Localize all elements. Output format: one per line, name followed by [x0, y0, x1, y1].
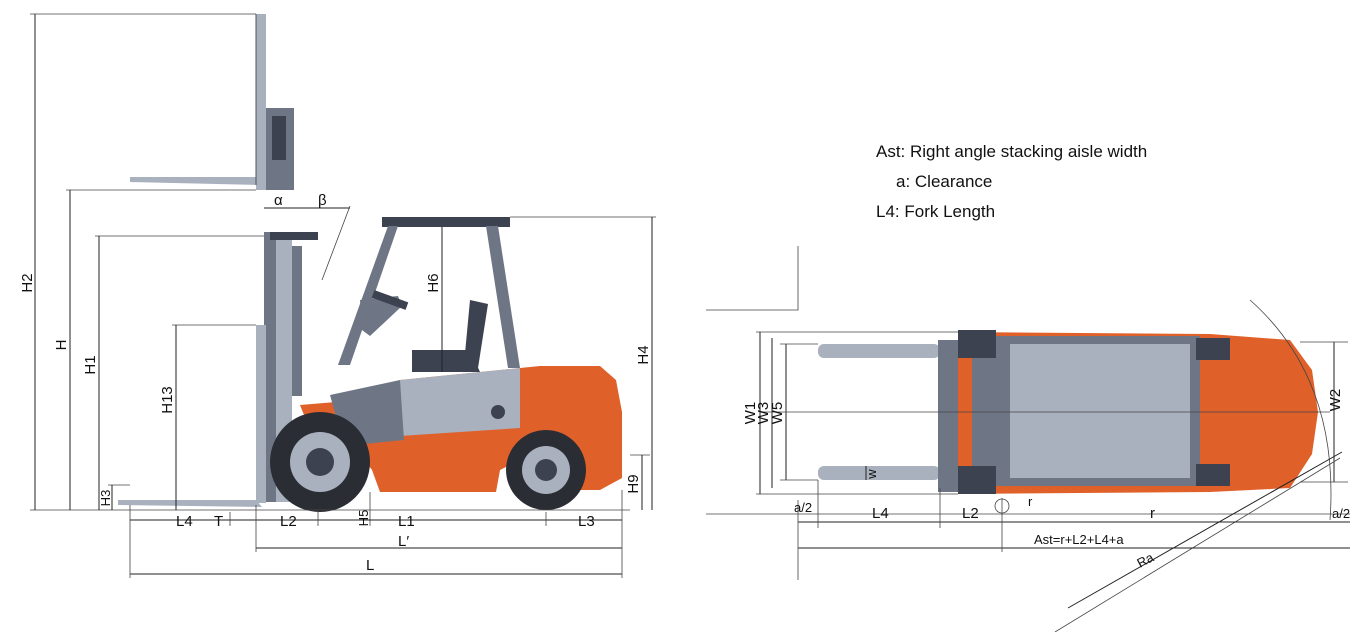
side-view: H2 H H1 H13 H3 H4 H6 H9 H5 α β L4 T L2 L… [19, 13, 656, 578]
label-H2: H2 [19, 273, 36, 292]
vertical-dimensions-right [369, 216, 656, 526]
label-a-half-left: a/2 [794, 500, 812, 515]
label-r: r [1150, 505, 1155, 522]
legend-clearance: a: Clearance [896, 172, 993, 191]
label-H5: H5 [356, 510, 371, 527]
label-H: H [53, 340, 70, 351]
label-top-L4: L4 [872, 505, 889, 522]
label-w: w [864, 469, 879, 480]
label-H1: H1 [82, 355, 99, 374]
rear-wheel [506, 430, 586, 510]
seat-steering [360, 290, 488, 372]
label-alpha: α [274, 192, 283, 209]
label-W2: W2 [1327, 389, 1344, 412]
label-H3: H3 [98, 490, 113, 507]
label-L1: L1 [398, 513, 415, 530]
label-a-half-right: a/2 [1332, 506, 1350, 521]
legend: Ast: Right angle stacking aisle width a:… [876, 137, 1147, 227]
label-W1: W1 [742, 402, 759, 425]
label-beta: β [318, 192, 327, 209]
front-wheel [270, 412, 370, 512]
label-top-L2: L2 [962, 505, 979, 522]
label-L-prime: L′ [398, 533, 409, 550]
label-W5: W5 [769, 402, 786, 425]
label-ast-formula: Ast=r+L2+L4+a [1034, 532, 1124, 547]
label-T: T [214, 513, 223, 530]
label-Ra: Ra [1134, 549, 1156, 570]
top-forks [818, 340, 960, 492]
label-H13: H13 [159, 386, 176, 414]
outer-turning-arc [1249, 299, 1332, 521]
radius-guide [1054, 457, 1341, 633]
label-L: L [366, 557, 374, 574]
overhead-guard [338, 217, 520, 368]
top-view: W1 W3 W5 W2 w a/2 L4 L2 r r a/2 Ast=r+L2… [706, 246, 1350, 633]
label-L2: L2 [280, 513, 297, 530]
label-r-small: r [1028, 494, 1033, 509]
vertical-dimensions-left [30, 13, 264, 510]
width-dimensions [756, 331, 1348, 495]
label-H4: H4 [635, 345, 652, 364]
aisle-corner-ref [706, 246, 799, 311]
label-W3: W3 [755, 402, 772, 425]
label-H6: H6 [425, 273, 442, 292]
label-L3: L3 [578, 513, 595, 530]
length-dimensions [706, 451, 1350, 609]
label-L4: L4 [176, 513, 193, 530]
legend-fork-length: L4: Fork Length [876, 202, 996, 221]
label-H9: H9 [625, 474, 642, 493]
mast [118, 232, 318, 507]
legend-ast: Ast: Right angle stacking aisle width [876, 142, 1148, 161]
horizontal-dimensions [129, 490, 623, 578]
raised-carriage [130, 14, 294, 190]
tilt-angle-marks [264, 205, 351, 281]
top-chassis [958, 330, 1318, 494]
